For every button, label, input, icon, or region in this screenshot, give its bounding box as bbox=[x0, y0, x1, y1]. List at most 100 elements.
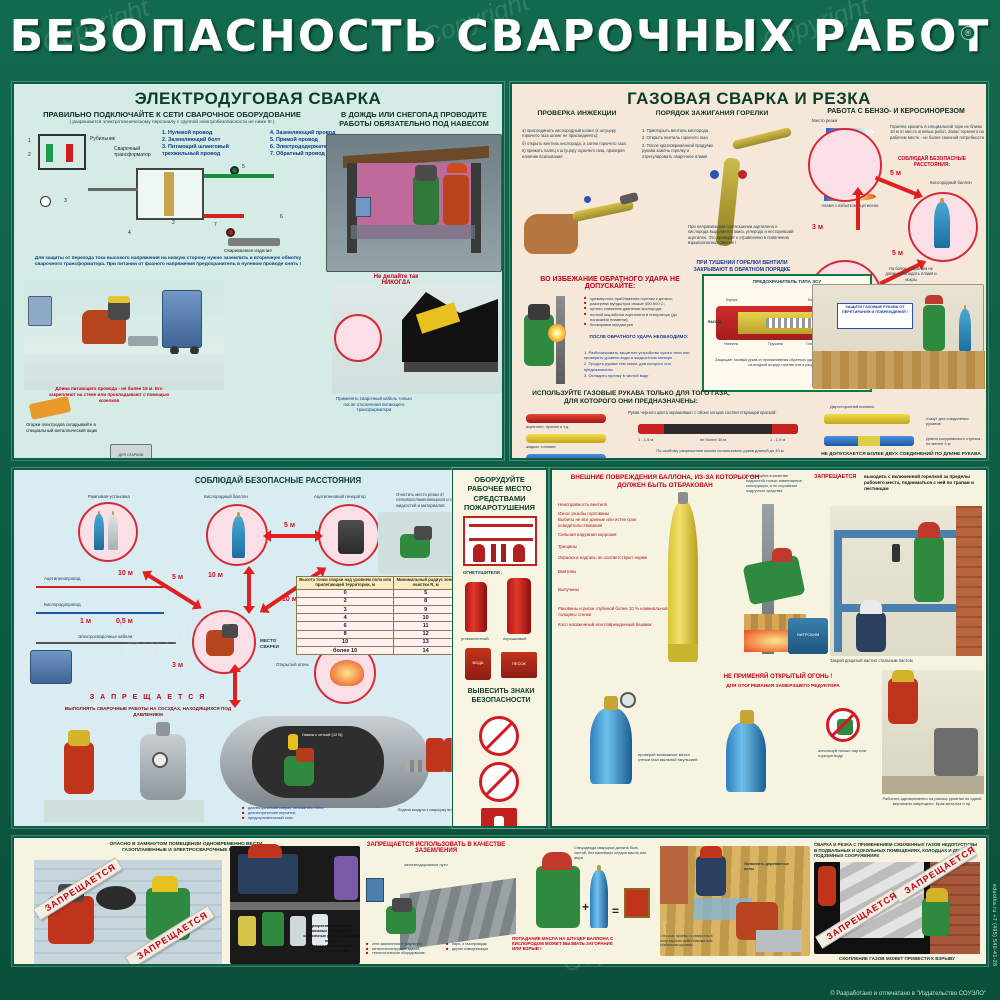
extinguisher-co2 bbox=[465, 582, 487, 632]
list-item: паро- и газопроводы; bbox=[446, 941, 516, 947]
node-label: Рамповая установка bbox=[88, 494, 130, 499]
workpiece-label: Свариваемое изделие bbox=[224, 248, 272, 253]
cylinder bbox=[590, 864, 608, 928]
sand-box: ПЕСОК bbox=[501, 652, 537, 678]
panel1-electrode-box-note: Огарки электродов складывайте в специаль… bbox=[26, 422, 98, 433]
distance-label: 10 м bbox=[208, 572, 223, 579]
distance-arrow bbox=[263, 530, 323, 542]
distance-label: 5 м bbox=[892, 250, 904, 257]
panel2-spark-note: На бачок с горючим не должны попадать пл… bbox=[885, 266, 937, 282]
panel5-b5-note2: Стенные проемы и отверстия в полу закрыт… bbox=[660, 934, 713, 948]
ext-type-label: углекислотный bbox=[461, 636, 489, 641]
gas-cylinder-art bbox=[668, 492, 698, 662]
panel5-b3-list-left: сети заземления и зануления; металлоконс… bbox=[366, 941, 440, 956]
paint-removal-scene bbox=[230, 844, 360, 964]
panel2-extinguish-note: ПРИ ТУШЕНИИ ГОРЕЛКИ ВЕНТИЛИ ЗАКРЫВАЮТ В … bbox=[693, 260, 791, 273]
node-ramp bbox=[78, 502, 138, 562]
pipe-label: Электросварочные кабели bbox=[78, 634, 133, 639]
electrode-box-label: ДЛЯ ОГАРКОВ bbox=[118, 453, 144, 457]
node-label: Открытый огонь bbox=[276, 662, 309, 667]
panel2-backfire-heading: ВО ИЗБЕЖАНИЕ ОБРАТНОГО УДАРА НЕ ДОПУСКАЙ… bbox=[540, 276, 680, 290]
legend-item: 3. Питающий шланговый трехжильный провод bbox=[162, 144, 229, 158]
panel3-forbid-heading: З А П Р Е Щ А Е Т С Я bbox=[89, 694, 207, 701]
tank-interior-scene: Лампа с сеткой (12 В) bbox=[210, 712, 460, 822]
distance-label: 1 м bbox=[80, 618, 92, 625]
panel5-b5-note: Увлажнить деревянные полы bbox=[744, 862, 789, 871]
switch-label: Рубильник bbox=[90, 136, 115, 142]
rain-shelter-scene bbox=[326, 134, 502, 272]
panel2-benzo-note: Горючее хранить в специальной таре не бл… bbox=[890, 124, 984, 140]
step: 1. Приоткрыть вентиль кислорода bbox=[642, 128, 709, 133]
defect-label: Раковины и риски глубиной более 10 % ном… bbox=[558, 606, 668, 618]
node-oxygen-cylinder bbox=[206, 504, 268, 566]
panel-arc-welding: ЭЛЕКТРОДУГОВАЯ СВАРКА ПРАВИЛЬНО ПОДКЛЮЧА… bbox=[12, 82, 504, 460]
multilevel-scene bbox=[882, 670, 984, 794]
panel2-hose-black-note: Рукав черного цвета окрашивают с обоих к… bbox=[628, 410, 777, 415]
distance-label: 10 м bbox=[118, 570, 133, 577]
welding-machine-art bbox=[30, 650, 72, 684]
panel4-scaffold-note: Используйте в качестве подмостей только … bbox=[746, 474, 802, 493]
hose-blue: кислород bbox=[526, 454, 606, 458]
legend-item: 7. Обратный провод bbox=[270, 151, 325, 158]
backfire-scene bbox=[520, 296, 580, 384]
list-item: другие коммуникации bbox=[446, 946, 516, 952]
confined-space-scene bbox=[34, 860, 222, 964]
panel-bottom-strip: ОПАСНО В ЗАМКНУТОМ ПОМЕЩЕНИИ ОДНОВРЕМЕНН… bbox=[12, 836, 988, 966]
panel1-heading-left: ПРАВИЛЬНО ПОДКЛЮЧАЙТЕ К СЕТИ СВАРОЧНОЕ О… bbox=[43, 110, 301, 119]
cylinder bbox=[590, 701, 632, 784]
panel1-left-heading-block: ПРАВИЛЬНО ПОДКЛЮЧАЙТЕ К СЕТИ СВАРОЧНОЕ О… bbox=[22, 110, 322, 127]
welding-cable bbox=[36, 642, 176, 644]
fuse-label: Ниппель bbox=[724, 342, 739, 346]
protect-hoses-scene: ЗАЩИТИ ГАЗОВЫЕ РУКАВА ОТ ПЕРЕТИРАНИЯ И П… bbox=[812, 284, 985, 389]
registered-mark-icon: ® bbox=[961, 26, 975, 40]
poster-title-bar: БЕЗОПАСНОСТЬ СВАРОЧНЫХ РАБОТ bbox=[0, 0, 1000, 72]
benzo-cutter-circle bbox=[808, 128, 882, 202]
distance-label: 5 м bbox=[172, 574, 184, 581]
panel4-forbid-label: ЗАПРЕЩАЕТСЯ bbox=[814, 474, 857, 480]
panel4-heading: ВНЕШНИЕ ПОВРЕЖДЕНИЯ БАЛЛОНА, ИЗ-ЗА КОТОР… bbox=[570, 474, 760, 490]
legend-item: 6. Электрододержатель bbox=[270, 144, 334, 151]
panel4-forbid-text: выходить с включенной горелкой за предел… bbox=[864, 474, 974, 491]
distance-arrow bbox=[247, 573, 251, 607]
fuse-label: ВЫХОД bbox=[708, 320, 722, 324]
extinguishers-label: ОГНЕТУШИТЕЛИ : bbox=[463, 570, 503, 575]
panel2-cut-place-label: Место резки bbox=[812, 118, 838, 123]
hose-joint-art bbox=[824, 436, 914, 446]
extinguisher-powder bbox=[507, 578, 531, 634]
panel1-legend: 1. Нулевой провод 2. Заземляющий болт 3.… bbox=[162, 130, 372, 158]
protect-hoses-label: ЗАЩИТИ ГАЗОВЫЕ РУКАВА ОТ ПЕРЕТИРАНИЯ И П… bbox=[841, 305, 909, 314]
nipple-label: Двухсторонний ниппель bbox=[830, 404, 875, 409]
legend-item: 1. Нулевой провод bbox=[162, 130, 213, 136]
list-item: сети заземления и зануления; bbox=[366, 941, 440, 947]
distance-label: 5 м bbox=[284, 522, 296, 529]
torch-art bbox=[698, 124, 808, 264]
fuse-title: ПРЕДОХРАНИТЕЛЬ ТИПА ЗСУ bbox=[752, 279, 822, 284]
panel5-b3-list-right: паро- и газопроводы; другие коммуникации bbox=[446, 941, 516, 952]
panel5-b2-note: Прекратить в нижних и смежных помещениях… bbox=[303, 924, 359, 953]
panel5-b1-heading: ОПАСНО В ЗАМКНУТОМ ПОМЕЩЕНИИ ОДНОВРЕМЕНН… bbox=[109, 842, 263, 853]
panel3-title: СОБЛЮДАЙ БЕЗОПАСНЫЕ РАССТОЯНИЯ bbox=[194, 476, 362, 485]
defect-label: Износ резьбы горловины bbox=[558, 510, 610, 516]
panel4-leak-note: проверяй возможные места утечки газа мыл… bbox=[638, 752, 698, 763]
list-item: целого снижения давления кислорода; bbox=[584, 305, 694, 311]
hand-torch-art bbox=[520, 180, 640, 266]
panel5-b3-main-item: железнодорожные пути bbox=[404, 862, 448, 867]
panel4-frozen-note: используй только пар или горячую воду bbox=[818, 748, 867, 759]
distance-label: 3 м bbox=[172, 662, 184, 669]
panel4-defects-list: Неисправность вентиля Износ резьбы горло… bbox=[558, 502, 670, 628]
panel2-after-backfire-list: 1. Разблокировать защитное устройство су… bbox=[584, 350, 696, 378]
step: а) присоединить кислородный шланг (к шту… bbox=[522, 128, 617, 139]
flame-label: пламя с избытком ацетилена bbox=[821, 203, 879, 208]
panel2-ignition-steps: 1. Приоткрыть вентиль кислорода 2. Откры… bbox=[642, 128, 720, 159]
oil-hazard-scene: + = bbox=[520, 848, 650, 952]
signs-heading: ВЫВЕСИТЬ ЗНАКИ БЕЗОПАСНОСТИ bbox=[467, 688, 535, 704]
panel1-cable-damage-note: Применять сварочный кабель только после … bbox=[336, 396, 412, 413]
list-item: 1. Разблокировать защитное устройство су… bbox=[584, 350, 690, 361]
fuse-label: Корпус bbox=[726, 298, 738, 302]
legend-item: 2. Заземляющий болт bbox=[162, 137, 221, 144]
wiring-diagram: 1 2 Рубильник 3 Сварочный трансформатор … bbox=[28, 134, 283, 253]
